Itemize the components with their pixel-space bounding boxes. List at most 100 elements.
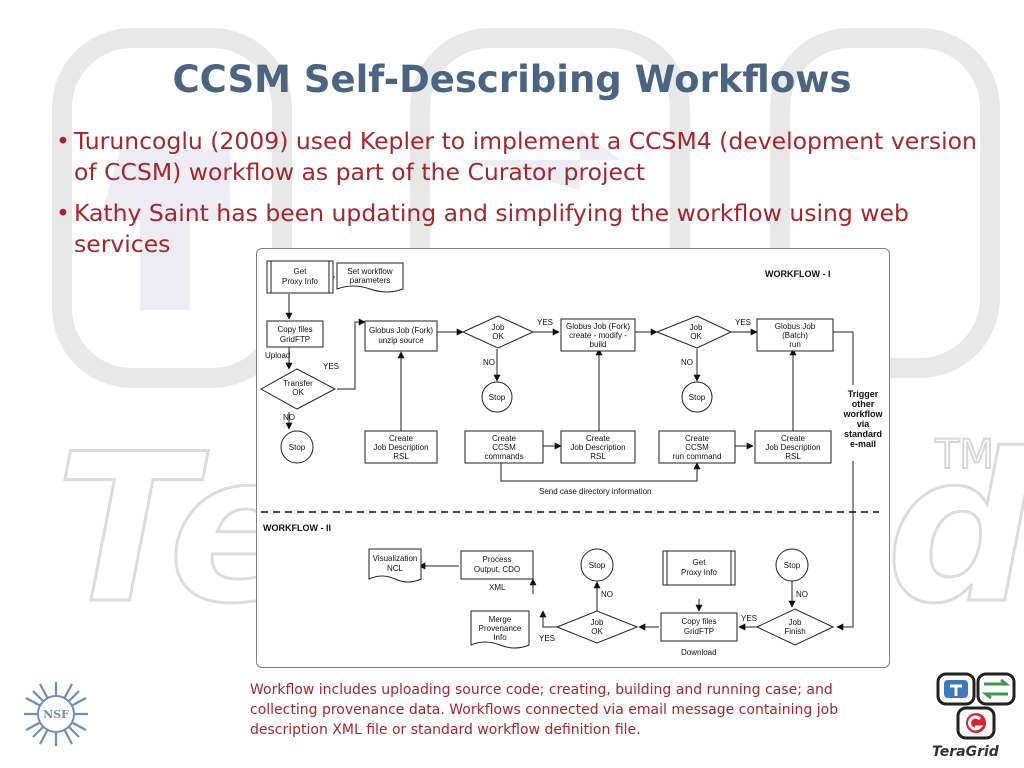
svg-text:Visualization: Visualization bbox=[373, 554, 418, 563]
svg-text:RSL: RSL bbox=[590, 452, 606, 461]
yes-label: YES bbox=[537, 318, 553, 327]
svg-text:Create: Create bbox=[389, 434, 414, 443]
send-case-dir-label: Send case directory information bbox=[539, 487, 652, 496]
svg-text:Job Description: Job Description bbox=[373, 443, 428, 452]
yes-label: YES bbox=[735, 318, 751, 327]
node-set-params: Set workflow parameters bbox=[336, 262, 404, 293]
svg-text:e-mail: e-mail bbox=[850, 439, 876, 449]
svg-text:create - modify -: create - modify - bbox=[569, 331, 627, 340]
svg-text:build: build bbox=[590, 340, 607, 349]
no-label: NO bbox=[681, 358, 693, 367]
download-label: Download bbox=[681, 648, 717, 657]
node-job-ok-2: Job OK bbox=[655, 315, 733, 349]
svg-text:Output, CDO: Output, CDO bbox=[474, 565, 520, 574]
workflow-ii-label: WORKFLOW - II bbox=[263, 523, 331, 533]
svg-text:Get: Get bbox=[294, 267, 308, 276]
svg-text:OK: OK bbox=[292, 388, 304, 397]
node-stop-3: Stop bbox=[681, 381, 713, 413]
no-label: NO bbox=[796, 590, 808, 599]
svg-text:OK: OK bbox=[492, 332, 504, 341]
node-visualization: Visualization NCL bbox=[368, 548, 422, 583]
workflow-diagram: WORKFLOW - I WORKFLOW - II Get Proxy Inf… bbox=[256, 248, 890, 668]
node-job-ok-3: Job OK bbox=[555, 610, 639, 644]
svg-text:run command: run command bbox=[673, 452, 722, 461]
svg-text:Get: Get bbox=[693, 558, 707, 567]
svg-text:Globus Job (Fork): Globus Job (Fork) bbox=[369, 326, 433, 335]
svg-text:Transfer: Transfer bbox=[283, 379, 313, 388]
node-globus-unzip: Globus Job (Fork) unzip source bbox=[364, 320, 438, 352]
svg-text:OK: OK bbox=[690, 332, 702, 341]
svg-text:GridFTP: GridFTP bbox=[684, 627, 714, 636]
bullet-item: Turuncoglu (2009) used Kepler to impleme… bbox=[56, 126, 986, 188]
node-create-rsl-3: Create Job Description RSL bbox=[754, 430, 832, 464]
node-get-proxy-2: Get Proxy Info bbox=[662, 550, 736, 586]
node-globus-build: Globus Job (Fork) create - modify - buil… bbox=[560, 318, 636, 352]
nsf-logo: NSF bbox=[24, 682, 88, 746]
trigger-note: Trigger other workflow via standard e-ma… bbox=[842, 385, 883, 461]
node-create-run-command: Create CCSM run command bbox=[658, 430, 736, 464]
svg-text:Merge: Merge bbox=[489, 615, 512, 624]
svg-text:Trigger: Trigger bbox=[848, 389, 879, 399]
svg-text:other: other bbox=[852, 399, 875, 409]
node-create-rsl-2: Create Job Description RSL bbox=[560, 430, 636, 464]
svg-text:Process: Process bbox=[483, 555, 512, 564]
node-stop-4: Stop bbox=[580, 548, 614, 582]
yes-label: YES bbox=[323, 362, 339, 371]
svg-text:Create: Create bbox=[781, 434, 806, 443]
svg-text:via: via bbox=[857, 419, 871, 429]
svg-text:Copy files: Copy files bbox=[277, 325, 312, 334]
svg-text:Job: Job bbox=[690, 323, 703, 332]
slide-title: CCSM Self-Describing Workflows bbox=[172, 58, 852, 101]
svg-text:CCSM: CCSM bbox=[492, 443, 516, 452]
node-merge-provenance: Merge Provenance Info bbox=[470, 610, 530, 649]
node-stop-2: Stop bbox=[481, 381, 513, 413]
svg-text:NCL: NCL bbox=[387, 564, 404, 573]
bullet-list: Turuncoglu (2009) used Kepler to impleme… bbox=[56, 126, 986, 270]
slide-caption: Workflow includes uploading source code;… bbox=[250, 682, 839, 738]
svg-text:workflow: workflow bbox=[842, 409, 883, 419]
svg-text:commands: commands bbox=[484, 452, 523, 461]
no-label: NO bbox=[601, 590, 613, 599]
teragrid-logo: TeraGrid bbox=[928, 670, 1022, 764]
yes-label: YES bbox=[539, 634, 555, 643]
svg-text:Create: Create bbox=[492, 434, 517, 443]
svg-text:Job: Job bbox=[492, 323, 505, 332]
node-stop-1: Stop bbox=[280, 430, 314, 464]
svg-text:unzip source: unzip source bbox=[378, 336, 424, 345]
node-stop-5: Stop bbox=[775, 548, 809, 582]
svg-text:Globus Job (Fork): Globus Job (Fork) bbox=[566, 322, 630, 331]
node-get-proxy-1: Get Proxy Info bbox=[266, 260, 334, 294]
svg-text:Stop: Stop bbox=[289, 443, 306, 452]
svg-text:Info: Info bbox=[493, 633, 507, 642]
svg-text:Provenance: Provenance bbox=[479, 624, 522, 633]
node-job-finish: Job Finish bbox=[755, 608, 835, 646]
svg-text:Job: Job bbox=[591, 618, 604, 627]
node-create-ccsm-commands: Create CCSM commands bbox=[464, 430, 544, 464]
node-copy-files-1: Copy files GridFTP bbox=[266, 320, 324, 348]
node-create-rsl-1: Create Job Description RSL bbox=[364, 430, 438, 464]
svg-text:Create: Create bbox=[586, 434, 611, 443]
bullet-item: Kathy Saint has been updating and simpli… bbox=[56, 198, 986, 260]
diagram-connectors bbox=[285, 273, 854, 631]
svg-text:run: run bbox=[789, 340, 801, 349]
svg-text:parameters: parameters bbox=[350, 276, 390, 285]
svg-text:CCSM: CCSM bbox=[685, 443, 709, 452]
workflow-i-label: WORKFLOW - I bbox=[765, 269, 830, 279]
svg-text:OK: OK bbox=[591, 627, 603, 636]
svg-text:Copy files: Copy files bbox=[681, 617, 716, 626]
svg-text:Set workflow: Set workflow bbox=[347, 267, 393, 276]
svg-text:Proxy Info: Proxy Info bbox=[681, 568, 718, 577]
svg-text:Stop: Stop bbox=[589, 561, 606, 570]
svg-text:Finish: Finish bbox=[784, 627, 805, 636]
node-job-ok-1: Job OK bbox=[461, 315, 535, 349]
svg-text:Job Description: Job Description bbox=[765, 443, 820, 452]
no-label: NO bbox=[283, 413, 295, 422]
svg-text:Stop: Stop bbox=[489, 393, 506, 402]
svg-text:GridFTP: GridFTP bbox=[280, 335, 310, 344]
svg-text:Create: Create bbox=[685, 434, 710, 443]
svg-text:(Batch): (Batch) bbox=[782, 331, 808, 340]
node-globus-batch: Globus Job (Batch) run bbox=[756, 318, 834, 352]
nsf-logo-text: NSF bbox=[43, 708, 69, 721]
node-copy-files-2: Copy files GridFTP bbox=[660, 612, 738, 642]
svg-text:RSL: RSL bbox=[785, 452, 801, 461]
